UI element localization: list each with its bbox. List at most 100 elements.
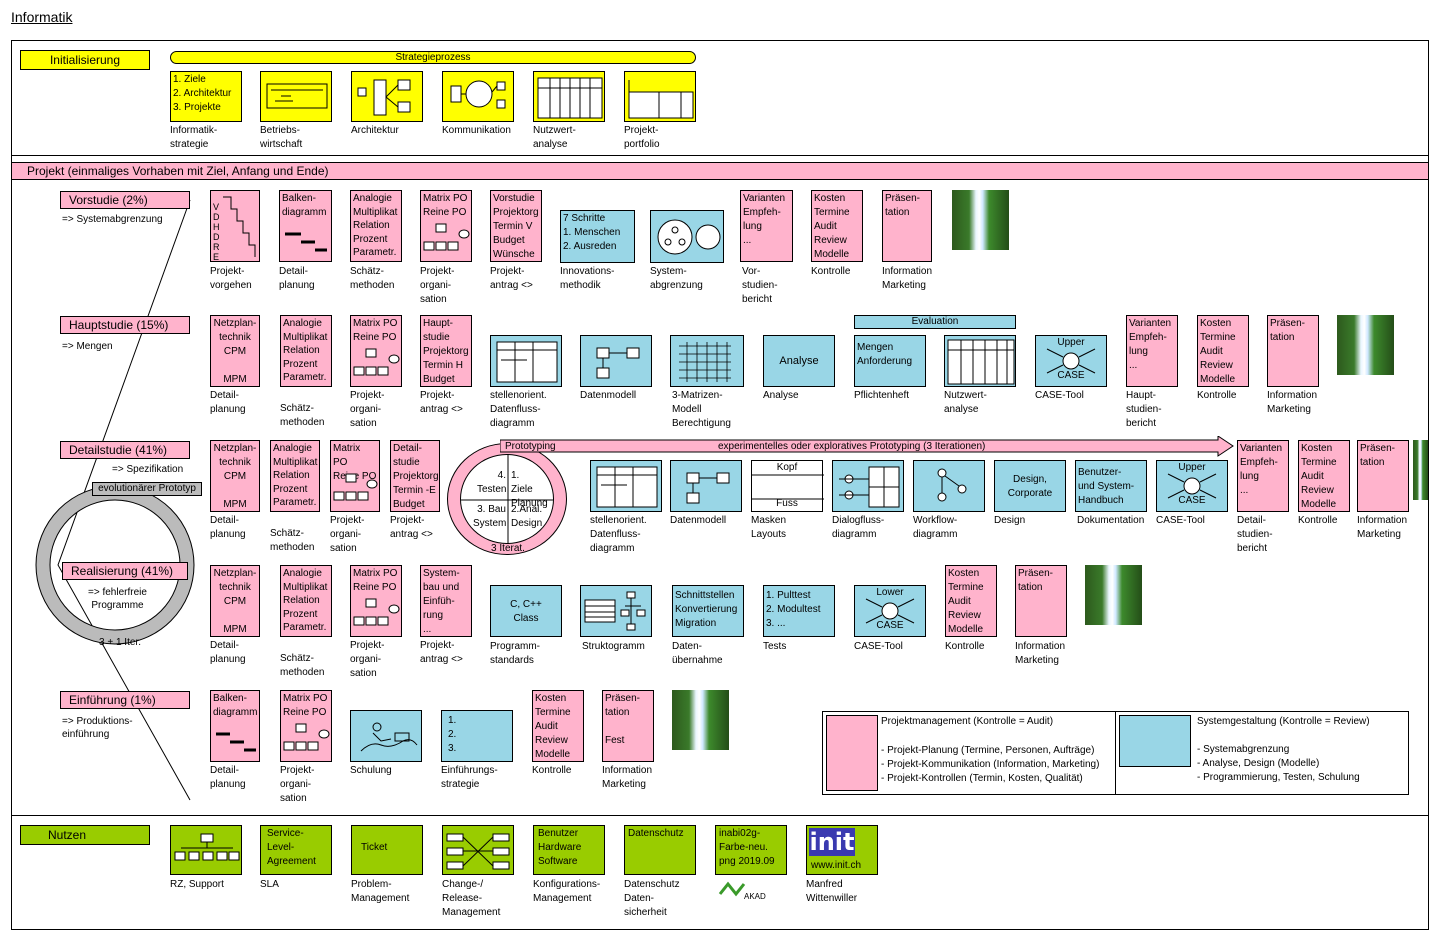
item-label: Haupt- studien- bericht (1126, 390, 1162, 429)
projektportfolio-box (624, 71, 696, 122)
nutzwertanalyse-box (533, 71, 605, 122)
innovationsmethodik-box: 7 Schritte 1. Menschen 2. Ausreden (560, 210, 635, 263)
projektvorgehen-box: V D H D R E (210, 190, 260, 262)
item-label: Datenmodell (670, 515, 727, 526)
schaetzmethoden-box: Analogie Multiplikat Relation Prozent Pa… (350, 190, 402, 262)
praesentation-box: Präsen- tation (1015, 565, 1067, 637)
legend: Projektmanagement (Kontrolle = Audit) - … (822, 711, 1409, 795)
item-label: Manfred Wittenwiller (806, 879, 858, 904)
item-label: Masken Layouts (751, 515, 787, 540)
item-label: Kontrolle (1197, 390, 1237, 401)
phase-realisierung: Realisierung (41%) (62, 562, 188, 580)
prototyping-label: Prototyping (505, 441, 556, 452)
item-label: Betriebs- wirtschaft (260, 125, 303, 150)
item-label: Detail- planung (210, 765, 246, 790)
sla-box: Service- Level- Agreement (260, 825, 332, 875)
item-label: Dokumentation (1077, 515, 1145, 526)
legend-pink-swatch (826, 715, 878, 791)
rz-support-box (170, 825, 242, 875)
item-label: Kommunikation (442, 125, 511, 136)
ticket-box: Ticket (351, 825, 423, 875)
item-label: Information Marketing (1267, 390, 1318, 415)
tests-box: 1. Pulttest 2. Modultest 3. ... (763, 585, 835, 637)
item-label: Daten- übernahme (672, 641, 723, 666)
item-label: Schätz- methoden (280, 403, 325, 428)
projekt-header: Projekt (einmaliges Vorhaben mit Ziel, A… (11, 162, 1429, 180)
item-label: Projekt- organi- sation (280, 765, 315, 804)
netzplantechnik-box: Netzplan- technik CPM MPM (210, 565, 260, 637)
workflow-box (913, 460, 985, 512)
item-label: Vor- studien- bericht (742, 266, 778, 305)
nutzwertanalyse-box (944, 335, 1016, 387)
item-label: Datenschutz Daten- sicherheit (624, 879, 680, 918)
kontrolle-box: Kosten Termine Audit Review Modelle (532, 690, 584, 762)
legend-pm-lines: - Projekt-Planung (Termine, Personen, Au… (881, 745, 1100, 784)
netzplantechnik-box: Netzplan- technik CPM MPM (210, 315, 260, 387)
item-label: Projekt- organi- sation (350, 640, 385, 679)
kontrolle-box: Kosten Termine Audit Review Modelle (811, 190, 863, 262)
main-frame (11, 40, 1429, 930)
item-label: Detail- planung (210, 640, 246, 665)
item-label: Projekt- vorgehen (210, 266, 252, 291)
item-label: Pflichtenheft (854, 390, 910, 401)
item-label: Problem- Management (351, 879, 410, 904)
item-label: Struktogramm (582, 641, 645, 652)
phase-einfuehrung: Einführung (1%) (60, 691, 190, 709)
balkendiagramm-box: Balken- diagramm (279, 190, 332, 262)
dokumentation-box: Benutzer- und System- Handbuch (1075, 460, 1147, 512)
item-label: Innovations- methodik (560, 266, 615, 291)
item-label: Programm- standards (490, 641, 541, 666)
phase-detailstudie: Detailstudie (41%) (60, 441, 190, 459)
architektur-box (351, 71, 423, 122)
item-label: Einführungs- strategie (441, 765, 498, 790)
schaetzmethoden-box: Analogie Multiplikat Relation Prozent Pa… (280, 315, 332, 387)
schaetzmethoden-box: Analogie Multiplikat Relation Prozent Pa… (280, 565, 332, 637)
nutzen-label: Nutzen (20, 825, 150, 845)
divider (11, 815, 1429, 816)
item-label: Konfigurations- Management (533, 879, 601, 904)
datenschutz-box: Datenschutz (624, 825, 696, 875)
phase-vorstudie: Vorstudie (2%) (60, 191, 190, 209)
item-label: Projekt- antrag <> (390, 515, 433, 540)
detailstudienbericht-box: Varianten Empfeh- lung ... (1237, 440, 1289, 512)
item-label: Projekt- antrag <> (420, 640, 463, 665)
waterfall-image (1337, 315, 1394, 375)
item-label: Datenmodell (580, 390, 637, 401)
item-label: Informatik- strategie (170, 125, 218, 150)
item-label: Change-/ Release- Management (442, 879, 501, 918)
item-label: Detail- planung (279, 266, 315, 291)
item-label: CASE-Tool (1156, 515, 1205, 526)
einfuehrungsstrategie-box: 1. 2. 3. (441, 710, 513, 762)
item-label: Schulung (350, 765, 392, 776)
praesentation-box: Präsen- tation Fest (602, 690, 654, 762)
legend-sg-title: Systemgestaltung (Kontrolle = Review) (1197, 716, 1370, 727)
item-label: Projekt- portfolio (624, 125, 660, 150)
item-label: Schätz- methoden (280, 653, 325, 678)
phase-sub: => fehlerfreie Programme (88, 587, 147, 611)
item-label: Nutzwert- analyse (944, 390, 987, 415)
item-label: stellenorient. Datenfluss- diagramm (590, 515, 647, 554)
item-label: Schätz- methoden (270, 528, 315, 553)
design-box: Design, Corporate (994, 460, 1066, 512)
waterfall-image (1413, 440, 1428, 500)
legend-pm-title: Projektmanagement (Kontrolle = Audit) (881, 716, 1054, 727)
item-label: Nutzwert- analyse (533, 125, 576, 150)
init-logo: init (809, 828, 855, 856)
item-label: Projekt- organi- sation (330, 515, 365, 554)
item-label: Information Marketing (882, 266, 933, 291)
item-label: Analyse (763, 390, 799, 401)
legend-blue-swatch (1119, 715, 1191, 767)
hauptstudienbericht-box: Varianten Empfeh- lung ... (1126, 315, 1178, 387)
prototyping-long-label: experimentelles oder exploratives Protot… (718, 441, 986, 452)
projektantrag-box: System- bau und Einfüh- rung ... (420, 565, 472, 637)
item-label: CASE-Tool (1035, 390, 1084, 401)
item-label: Information Marketing (1357, 515, 1408, 540)
item-label: Information Marketing (1015, 641, 1066, 666)
item-label: Projekt- antrag <> (420, 390, 463, 415)
kommunikation-box (442, 71, 514, 122)
konfiguration-box: Benutzer Hardware Software (533, 825, 605, 875)
page-title: Informatik (11, 9, 73, 25)
betriebswirtschaft-box (260, 71, 332, 122)
item-label: CASE-Tool (854, 641, 903, 652)
akad-label: AKAD (744, 892, 766, 901)
